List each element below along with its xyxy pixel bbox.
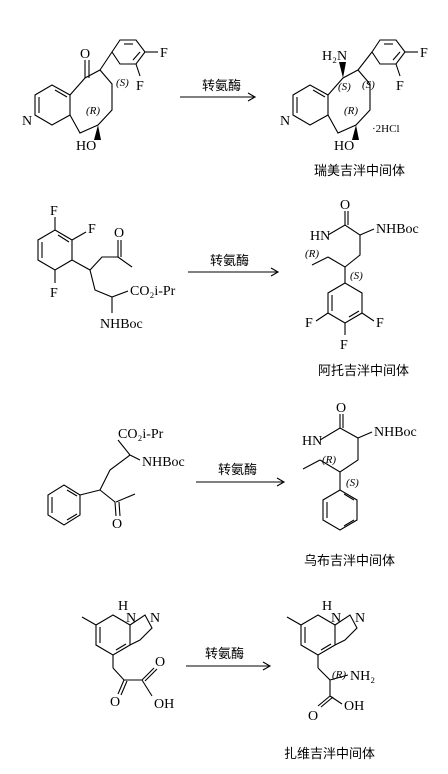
scheme-3-drawing: CO₂i-Pr NHBoc O 转氨酶 O HN NHBoc (R) (S) 乌… [47,401,417,568]
product-1-nitrogen: N [280,114,290,129]
product-4-nh: H [322,599,332,614]
reactant-2-ester: CO₂i-Pr [130,284,176,299]
reactant-4-nh: H [118,599,128,614]
product-1-stereo-r: (R) [344,105,358,117]
reactant-2-structure [37,217,133,313]
product-1-fluorine-2: F [396,79,404,94]
reaction-arrow-1 [180,92,257,102]
reactant-3-nhboc: NHBoc [142,455,185,470]
product-4-oxygen: O [308,709,318,724]
product-1-amine: H₂N [322,49,347,64]
reactant-4-oxygen-2: O [155,655,165,670]
reaction-arrow-3 [196,477,286,487]
reactant-2-oxygen: O [114,226,124,241]
reactant-4-n2: N [150,611,160,626]
arrow-label-4: 转氨酶 [205,646,244,661]
reactant-4-hydroxyl: OH [154,697,174,712]
reactant-4-oxygen-1: O [110,695,120,710]
product-4-hydroxyl: OH [344,699,364,714]
reactant-4-n1: N [126,611,136,626]
product-4-stereo-r: (R) [332,669,346,681]
product-1-stereo-s1: (S) [338,81,351,93]
reaction-arrow-4 [186,661,272,671]
product-2-nhboc: NHBoc [376,222,419,237]
reactant-3-structure [47,439,141,526]
product-1-caption: 瑞美吉泮中间体 [314,163,405,178]
product-1-stereo-s2: (S) [362,79,375,91]
product-2-fluorine-2: F [340,338,348,353]
reactant-3-ester: CO₂i-Pr [118,427,164,442]
reactant-1-stereo-r: (R) [86,105,100,117]
product-1-fluorine-1: F [420,46,428,61]
product-4-caption: 扎维吉泮中间体 [284,746,375,761]
scheme-2: F F F O CO₂i-Pr NHBoc 转氨酶 O HN NHBoc (R)… [0,195,448,390]
reactant-4-structure [81,614,158,697]
reactant-1-oxygen: O [80,47,90,62]
product-3-nh: HN [302,434,322,449]
scheme-3: CO₂i-Pr NHBoc O 转氨酶 O HN NHBoc (R) (S) 乌… [0,390,448,580]
scheme-4: H N N O O OH 转氨酶 H N N (R) NH₂ O OH 扎维吉泮… [0,580,448,774]
product-4-amine: NH₂ [350,669,375,684]
reactant-2-fluorine-1: F [50,204,58,219]
product-2-fluorine-3: F [376,316,384,331]
reactant-1-fluorine-1: F [160,46,168,61]
product-1-salt: ·2HCl [372,123,400,135]
reactant-3-oxygen: O [112,517,122,532]
reactant-1-fluorine-2: F [136,79,144,94]
reactant-1-hydroxyl: HO [76,139,96,154]
product-3-oxygen: O [336,401,346,416]
product-4-n2: N [355,611,365,626]
arrow-label-1: 转氨酶 [202,78,241,93]
product-2-stereo-r: (R) [305,248,319,260]
arrow-label-3: 转氨酶 [218,462,257,477]
product-2-nh: HN [310,229,330,244]
product-1-hydroxyl: HO [334,139,354,154]
product-2-caption: 阿托吉泮中间体 [318,363,409,378]
reactant-1-nitrogen: N [22,114,32,129]
product-3-stereo-r: (R) [322,454,336,466]
reactant-2-nhboc: NHBoc [100,317,143,332]
reactant-1-stereo-s: (S) [116,77,129,89]
reactant-2-fluorine-3: F [50,286,58,301]
product-3-structure [302,414,373,531]
scheme-1-drawing: O F F N HO (R) (S) 转氨酶 H₂N F F N HO (S) … [22,39,428,178]
scheme-1: O F F N HO (R) (S) 转氨酶 H₂N F F N HO (S) … [0,0,448,195]
scheme-4-drawing: H N N O O OH 转氨酶 H N N (R) NH₂ O OH 扎维吉泮… [81,599,375,761]
reactant-1-structure [34,39,158,140]
product-3-caption: 乌布吉泮中间体 [304,553,395,568]
scheme-2-drawing: F F F O CO₂i-Pr NHBoc 转氨酶 O HN NHBoc (R)… [37,198,419,378]
product-4-structure [286,614,358,708]
reaction-arrow-2 [188,267,280,277]
product-3-stereo-s: (S) [346,477,359,489]
reactant-2-fluorine-2: F [88,222,96,237]
product-3-nhboc: NHBoc [374,425,417,440]
product-2-stereo-s: (S) [350,270,363,282]
arrow-label-2: 转氨酶 [210,253,249,268]
product-2-oxygen: O [340,198,350,213]
product-4-n1: N [331,611,341,626]
product-2-fluorine-1: F [305,316,313,331]
product-1-structure [292,39,418,140]
product-2-structure [311,211,375,335]
